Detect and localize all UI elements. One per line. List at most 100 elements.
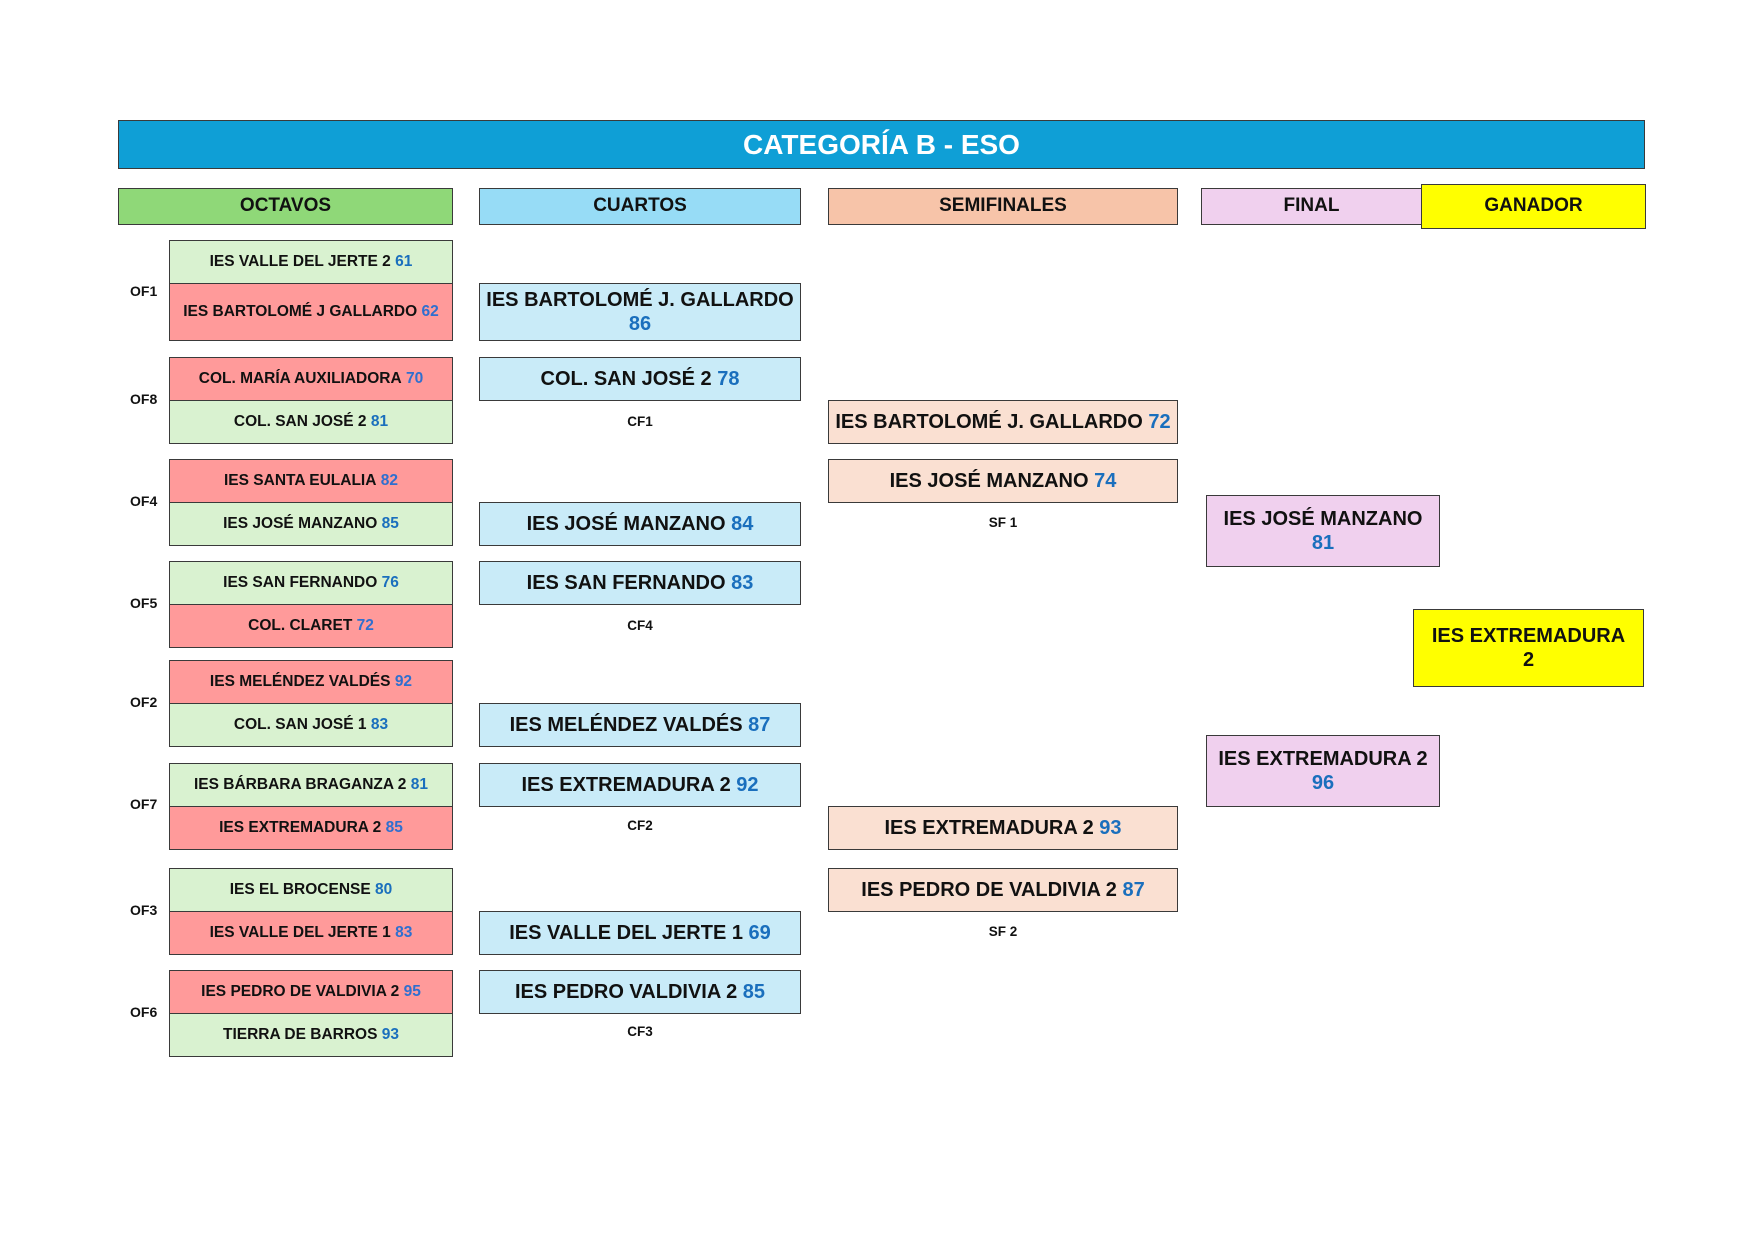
- cuartos-team: IES EXTREMADURA 2 92: [479, 763, 801, 807]
- team-name: COL. MARÍA AUXILIADORA: [198, 369, 402, 387]
- cuartos-team: COL. SAN JOSÉ 2 78: [479, 357, 801, 401]
- team-name: IES EXTREMADURA 2: [521, 774, 731, 796]
- team-name: TIERRA DE BARROS: [223, 1025, 378, 1043]
- team-score: 96: [1311, 772, 1335, 794]
- team-score: 81: [1311, 532, 1335, 554]
- cuartos-team: IES PEDRO VALDIVIA 2 85: [479, 970, 801, 1014]
- team-name: IES MELÉNDEZ VALDÉS: [209, 672, 391, 690]
- octavos-team: COL. CLARET 72: [169, 604, 453, 648]
- team-score: 85: [742, 981, 766, 1003]
- team-score: 87: [1122, 879, 1145, 901]
- team-name: IES PEDRO DE VALDIVIA 2: [861, 879, 1117, 901]
- winner-name: IES EXTREMADURA: [1431, 625, 1626, 647]
- team-score: 95: [403, 982, 421, 1000]
- team-name: IES BARTOLOMÉ J. GALLARDO: [835, 411, 1143, 433]
- cuartos-team: IES JOSÉ MANZANO 84: [479, 502, 801, 546]
- team-score: 80: [375, 880, 393, 898]
- final-team: IES JOSÉ MANZANO 81: [1206, 495, 1440, 567]
- team-score: 74: [1094, 470, 1117, 492]
- match-label-of2: OF2: [130, 694, 158, 710]
- team-score: 69: [748, 922, 771, 944]
- octavos-team: TIERRA DE BARROS 93: [169, 1013, 453, 1057]
- team-score: 76: [381, 573, 399, 591]
- team-score: 85: [385, 818, 403, 836]
- team-name: IES EXTREMADURA 2: [219, 818, 382, 836]
- octavos-team: IES VALLE DEL JERTE 1 83: [169, 911, 453, 955]
- team-name: IES JOSÉ MANZANO: [526, 513, 726, 535]
- octavos-team: IES EXTREMADURA 2 85: [169, 806, 453, 850]
- octavos-team: COL. SAN JOSÉ 2 81: [169, 400, 453, 444]
- team-score: 85: [381, 514, 399, 532]
- team-name: COL. SAN JOSÉ 1: [233, 715, 367, 733]
- team-name: IES BARTOLOMÉ J GALLARDO: [183, 302, 418, 320]
- semifinal-team: IES EXTREMADURA 2 93: [828, 806, 1178, 850]
- team-name: IES EL BROCENSE: [229, 880, 371, 898]
- team-score: 87: [748, 714, 771, 736]
- team-name: IES EXTREMADURA 2: [1218, 748, 1428, 770]
- header-cuartos: CUARTOS: [479, 188, 801, 225]
- team-score: 78: [717, 368, 740, 390]
- winner-box: IES EXTREMADURA 2: [1413, 609, 1644, 687]
- match-label-of7: OF7: [130, 796, 158, 812]
- octavos-team: IES VALLE DEL JERTE 2 61: [169, 240, 453, 284]
- octavos-team: IES BARTOLOMÉ J GALLARDO 62: [169, 283, 453, 341]
- bracket-title: CATEGORÍA B - ESO: [118, 120, 1645, 169]
- header-semifinales: SEMIFINALES: [828, 188, 1178, 225]
- header-final: FINAL: [1201, 188, 1422, 225]
- match-label-sf1: SF 1: [988, 515, 1018, 530]
- match-label-of6: OF6: [130, 1004, 158, 1020]
- octavos-team: IES PEDRO DE VALDIVIA 2 95: [169, 970, 453, 1014]
- team-name: IES JOSÉ MANZANO: [1223, 508, 1423, 530]
- match-label-cf3: CF3: [627, 1024, 653, 1039]
- match-label-of3: OF3: [130, 902, 158, 918]
- octavos-team: IES EL BROCENSE 80: [169, 868, 453, 912]
- team-name: IES JOSÉ MANZANO: [223, 514, 378, 532]
- team-score: 62: [421, 302, 439, 320]
- match-label-sf2: SF 2: [988, 924, 1018, 939]
- team-name: COL. CLARET: [248, 616, 353, 634]
- team-name: IES PEDRO DE VALDIVIA 2: [201, 982, 400, 1000]
- octavos-team: IES BÁRBARA BRAGANZA 2 81: [169, 763, 453, 807]
- winner-name-line2: 2: [1522, 649, 1535, 671]
- semifinal-team: IES BARTOLOMÉ J. GALLARDO 72: [828, 400, 1178, 444]
- match-label-of1: OF1: [130, 283, 158, 299]
- octavos-team: IES SAN FERNANDO 76: [169, 561, 453, 605]
- team-name: IES VALLE DEL JERTE 2: [209, 252, 391, 270]
- final-team: IES EXTREMADURA 2 96: [1206, 735, 1440, 807]
- match-label-of4: OF4: [130, 493, 158, 509]
- match-label-cf1: CF1: [627, 414, 653, 429]
- team-name: IES BARTOLOMÉ J. GALLARDO: [486, 289, 794, 311]
- team-name: IES VALLE DEL JERTE 1: [209, 923, 391, 941]
- team-name: IES SAN FERNANDO: [526, 572, 726, 594]
- team-score: 61: [395, 252, 413, 270]
- team-score: 92: [394, 672, 413, 690]
- header-octavos: OCTAVOS: [118, 188, 453, 225]
- team-score: 86: [628, 313, 652, 335]
- team-score: 72: [1148, 411, 1171, 433]
- team-name: IES SANTA EULALIA: [224, 471, 377, 489]
- team-name: COL. SAN JOSÉ 2: [540, 368, 712, 390]
- team-score: 84: [731, 513, 754, 535]
- match-label-of8: OF8: [130, 391, 158, 407]
- team-name: IES SAN FERNANDO: [223, 573, 378, 591]
- header-ganador: GANADOR: [1421, 184, 1646, 229]
- team-score: 93: [1099, 817, 1122, 839]
- team-name: COL. SAN JOSÉ 2: [233, 412, 367, 430]
- team-score: 81: [370, 412, 389, 430]
- match-label-of5: OF5: [130, 595, 158, 611]
- team-score: 70: [406, 369, 424, 387]
- team-score: 83: [395, 923, 413, 941]
- semifinal-team: IES PEDRO DE VALDIVIA 2 87: [828, 868, 1178, 912]
- team-name: IES MELÉNDEZ VALDÉS: [509, 714, 743, 736]
- team-score: 93: [381, 1025, 399, 1043]
- team-score: 83: [731, 572, 754, 594]
- team-name: IES BÁRBARA BRAGANZA 2: [194, 775, 407, 793]
- semifinal-team: IES JOSÉ MANZANO 74: [828, 459, 1178, 503]
- team-name: IES EXTREMADURA 2: [884, 817, 1094, 839]
- team-name: IES JOSÉ MANZANO: [889, 470, 1089, 492]
- octavos-team: COL. SAN JOSÉ 1 83: [169, 703, 453, 747]
- cuartos-team: IES MELÉNDEZ VALDÉS 87: [479, 703, 801, 747]
- team-score: 82: [380, 471, 398, 489]
- octavos-team: COL. MARÍA AUXILIADORA 70: [169, 357, 453, 401]
- octavos-team: IES MELÉNDEZ VALDÉS 92: [169, 660, 453, 704]
